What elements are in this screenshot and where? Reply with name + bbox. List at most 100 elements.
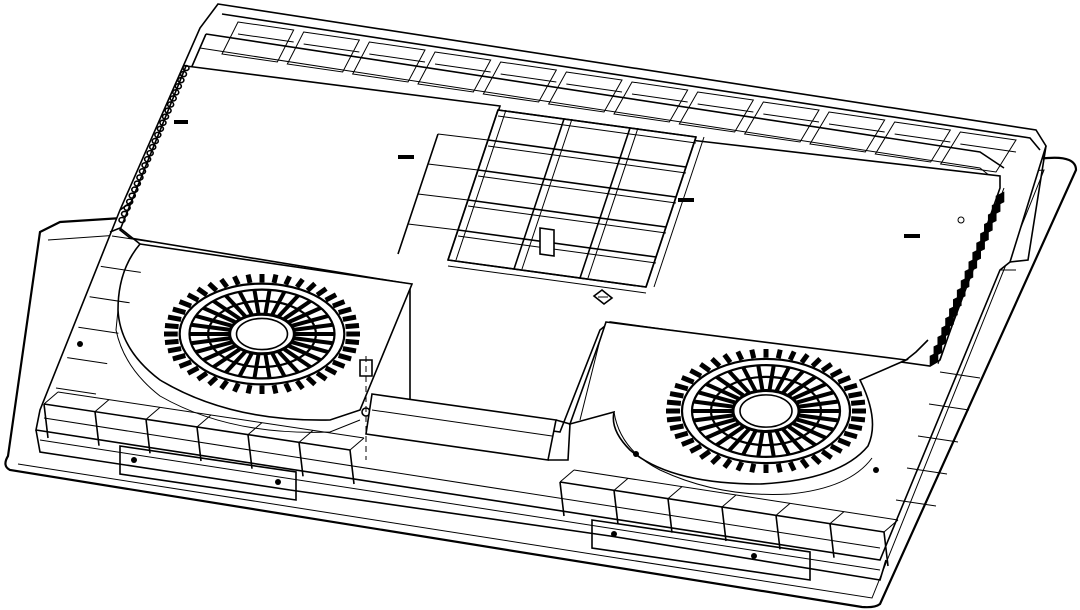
rib-pocket (939, 131, 1017, 173)
rib-ledge (500, 73, 557, 83)
rib-pocket (221, 21, 295, 63)
fan-tooth (689, 443, 703, 454)
fan-hub (739, 394, 793, 428)
front-rib-top (43, 391, 59, 405)
fan-tooth (820, 362, 833, 373)
fan-tooth (305, 281, 317, 293)
fan-tooth (324, 365, 338, 376)
fan-tooth (331, 299, 346, 309)
rib-pocket (743, 101, 820, 143)
fan-tooth (810, 357, 822, 368)
front-rib-top (196, 414, 212, 428)
front-rib-rail-top (57, 391, 365, 439)
fan-tooth (167, 346, 182, 354)
rib-pocket (482, 61, 558, 103)
edge-link (174, 82, 183, 90)
edge-link (159, 119, 167, 127)
rib-pocket (286, 31, 361, 73)
rib-ledge (566, 83, 623, 93)
side-rib (55, 387, 97, 395)
fan-tooth (848, 423, 863, 431)
screw-hole (957, 216, 965, 224)
fan-tooth (775, 349, 783, 359)
side-rib (67, 357, 108, 365)
grid-rib-side (587, 127, 639, 279)
edge-link (128, 192, 137, 199)
fan-tooth (331, 359, 346, 369)
front-rib-top (349, 437, 365, 451)
fan-tooth (829, 443, 843, 454)
edge-link (120, 210, 129, 218)
fan-tooth (820, 449, 833, 460)
rib-pocket (613, 81, 689, 123)
fan-tooth (324, 292, 338, 303)
fan-tooth (749, 463, 757, 473)
front-rib-top (94, 399, 110, 413)
fan-hub-ring (228, 312, 296, 356)
grid-ext (417, 193, 469, 201)
fan-tooth (787, 461, 797, 472)
rib-ledge (960, 143, 1017, 153)
fan-tooth (196, 286, 209, 298)
fan-tooth (186, 365, 200, 376)
fan-tooth (666, 416, 682, 423)
fan-tooth (843, 382, 858, 392)
fan-tooth (810, 454, 822, 465)
slot-mark (174, 120, 188, 124)
grid-rib-vertical (579, 127, 631, 279)
rib-pocket (874, 121, 952, 163)
rib-ledge (434, 63, 491, 73)
front-rib-top (145, 406, 161, 420)
front-rib (349, 449, 355, 485)
front-rib-rail (559, 481, 885, 533)
front-rib (613, 490, 619, 525)
edge-link (141, 161, 149, 169)
grid-rib-vertical (447, 109, 499, 261)
grid-ext (407, 223, 459, 231)
rib-ledge (828, 123, 885, 133)
edge-link (154, 131, 162, 139)
fan-tooth (799, 353, 810, 364)
front-rib (829, 523, 835, 558)
fan-tooth (186, 292, 200, 303)
screw-hole (77, 341, 83, 347)
rib-ledge (697, 103, 754, 113)
fan-inner-ring (690, 364, 842, 458)
edge-link (125, 198, 134, 206)
front-rib-top (613, 477, 629, 491)
grid-rib-horizontal (477, 169, 677, 198)
grid-rib-horizontal (467, 199, 667, 228)
grid-rib-edge (497, 115, 697, 144)
front-rib (721, 506, 727, 542)
front-rib-top (298, 429, 314, 443)
front-rib (145, 419, 151, 454)
fin-edge (937, 187, 1005, 365)
fan-tooth (232, 382, 241, 393)
edge-link (133, 180, 142, 187)
slot-mark (904, 234, 920, 238)
fan-tooth (680, 375, 695, 385)
grid-rib-edge (487, 145, 687, 174)
rib-pocket (417, 51, 492, 93)
rib-ledge (237, 33, 294, 43)
side-rib (100, 265, 141, 273)
grid-rib-horizontal (457, 229, 657, 258)
fan-tooth (699, 362, 712, 373)
fan-tooth (674, 430, 689, 440)
fan-tooth (315, 370, 328, 382)
front-rib (196, 426, 202, 462)
fan-tooth (837, 437, 852, 447)
fan-tooth (196, 370, 209, 382)
fan-tooth (710, 357, 722, 368)
fan-tooth (799, 458, 810, 469)
center-rib-grid (397, 109, 705, 294)
front-rib-rail-top (573, 469, 899, 521)
grid-rib-side (521, 118, 573, 270)
front-rib (247, 434, 253, 469)
edge-link (131, 186, 139, 193)
side-rib (939, 371, 981, 379)
fan-tooth (283, 275, 292, 286)
fan-tooth (710, 454, 722, 465)
rib-ledge (763, 113, 820, 123)
